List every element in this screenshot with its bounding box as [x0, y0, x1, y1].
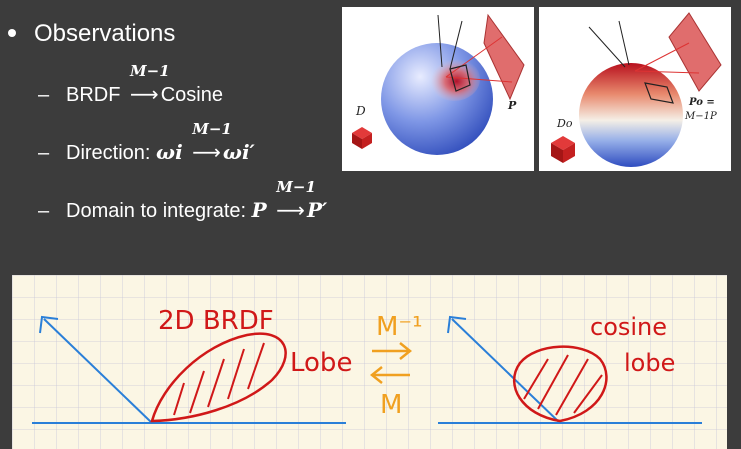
forward-arrowhead — [399, 342, 413, 360]
left-arrowhead — [39, 315, 59, 334]
label-p: P — [507, 99, 517, 112]
omega-target: ωi′ — [222, 140, 255, 164]
projected-polygon — [644, 82, 674, 104]
cosine-lobe — [512, 345, 608, 423]
ray — [634, 42, 690, 72]
dash: – — [38, 142, 50, 164]
sub-item-domain: –Domain to integrate: P M−1 ⟶P′ — [38, 178, 328, 223]
main-bullet: Observations — [8, 20, 175, 48]
ray — [445, 76, 513, 83]
dash: – — [38, 200, 50, 222]
right-arrowhead — [447, 315, 467, 334]
direction-prefix: Direction: — [66, 142, 157, 164]
sub-item-brdf: –BRDF M−1 ⟶Cosine — [38, 62, 223, 107]
dash: – — [38, 84, 50, 106]
lobe-hatching — [523, 354, 603, 416]
label-m-inverse-p: M−1P — [684, 111, 717, 122]
label-m-inverse: M⁻¹ — [376, 312, 423, 342]
bullet-title: Observations — [34, 20, 176, 47]
arrow-transform: M−1 ⟶ — [276, 178, 316, 223]
domain-prefix: Domain to integrate: — [66, 200, 252, 222]
label-m: M — [380, 390, 402, 420]
figure-brdf-sphere: D P — [342, 7, 534, 171]
cosine-sphere-illustration: Do Po = M−1P — [551, 12, 722, 167]
arrow-label: M−1 — [276, 178, 316, 196]
brdf-prefix: BRDF — [66, 84, 121, 106]
lobe-hatching — [173, 342, 265, 416]
grid-background — [12, 275, 727, 449]
sub-item-direction: –Direction: ωi M−1 ⟶ωi′ — [38, 120, 255, 165]
label-cosine: cosine — [590, 313, 667, 341]
bullet-dot — [8, 28, 16, 37]
label-lobe: Lobe — [290, 348, 352, 378]
right-incident-ray — [451, 318, 561, 424]
label-do: Do — [556, 117, 573, 130]
arrow-icon: ⟶ — [276, 198, 305, 222]
arrow-icon: ⟶ — [192, 140, 221, 164]
label-2d-brdf: 2D BRDF — [158, 306, 274, 336]
sphere — [381, 43, 493, 155]
left-incident-ray — [43, 318, 153, 424]
projected-polygon — [449, 64, 471, 92]
handwritten-sketch: 2D BRDF Lobe M⁻¹ M cosine lobe — [12, 275, 727, 449]
backward-arrowhead — [369, 366, 383, 384]
label-cosine-lobe: lobe — [624, 349, 675, 377]
ray — [634, 70, 700, 74]
arrow-transform: M−1 ⟶ — [130, 62, 170, 107]
brdf-sphere-illustration: D P — [352, 13, 525, 155]
observations-section: Observations –BRDF M−1⟶Cosine –Direction… — [0, 0, 340, 260]
ray — [449, 20, 463, 70]
cube-icon — [352, 127, 372, 149]
arrow-label: M−1 — [130, 62, 170, 80]
label-po: Po = — [688, 97, 715, 108]
ray — [437, 14, 443, 68]
polygon-p — [483, 13, 525, 101]
p-source: P — [251, 198, 267, 222]
ray — [445, 36, 503, 78]
p-target: P′ — [306, 198, 328, 222]
sphere — [579, 63, 683, 167]
arrow-transform: M−1 ⟶ — [192, 120, 232, 165]
arrow-icon: ⟶ — [130, 82, 159, 106]
arrow-label: M−1 — [192, 120, 232, 138]
polygon-po — [668, 12, 722, 92]
cube-icon — [551, 136, 575, 163]
label-d: D — [355, 104, 366, 118]
omega-source: ωi — [156, 140, 183, 164]
figure-cosine-sphere: Do Po = M−1P — [539, 7, 731, 171]
brdf-lobe — [150, 332, 287, 423]
sketch-canvas: 2D BRDF Lobe M⁻¹ M cosine lobe — [12, 275, 727, 449]
ray — [588, 26, 626, 68]
ray — [618, 20, 630, 66]
brdf-target: Cosine — [160, 84, 223, 106]
